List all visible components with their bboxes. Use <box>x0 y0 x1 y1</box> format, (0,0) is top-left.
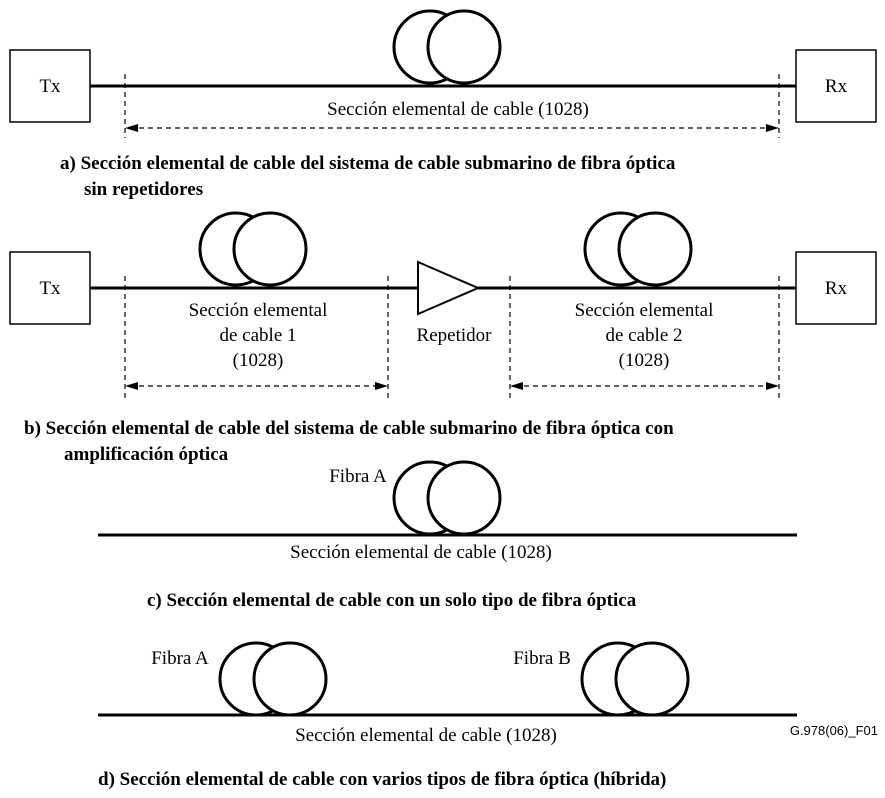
fiber-a-label: Fibra A <box>151 648 209 669</box>
arrowhead <box>510 382 523 390</box>
section2-label-line1: Sección elemental <box>575 300 714 321</box>
section2-label-line3: (1028) <box>619 350 670 371</box>
rx-box <box>795 251 877 325</box>
section1-label-line2: de cable 1 <box>219 325 296 346</box>
figure-code: G.978(06)_F01 <box>790 723 878 738</box>
fiber-coil <box>392 9 502 85</box>
section2-label-line2: de cable 2 <box>605 325 682 346</box>
panel-c: Fibra A Sección elemental de cable (1028… <box>98 460 797 611</box>
rx-box <box>795 49 877 123</box>
rx-label: Rx <box>825 76 848 97</box>
tx-box <box>9 49 91 123</box>
repeater-label: Repetidor <box>417 325 493 346</box>
arrowhead-right <box>766 124 779 132</box>
rx-label: Rx <box>825 278 848 299</box>
section1-label-line3: (1028) <box>233 350 284 371</box>
fiber-coil-a <box>218 641 328 717</box>
caption-c: c) Sección elemental de cable con un sol… <box>147 590 637 611</box>
panel-b: Tx Rx Sección elemental de cable 1 (1028… <box>9 211 877 465</box>
fiber-coil-b <box>580 641 690 717</box>
section-label: Sección elemental de cable (1028) <box>295 725 557 746</box>
arrowhead <box>375 382 388 390</box>
panel-d: Fibra A Fibra B Sección elemental de cab… <box>98 641 878 790</box>
caption-b-line2: amplificación óptica <box>64 444 229 465</box>
fiber-coil-2 <box>583 211 693 287</box>
fiber-coil <box>392 460 502 536</box>
arrowhead-left <box>125 124 138 132</box>
section-label: Sección elemental de cable (1028) <box>290 542 552 563</box>
tx-box <box>9 251 91 325</box>
section1-label-line1: Sección elemental <box>189 300 328 321</box>
arrowhead <box>125 382 138 390</box>
caption-d: d) Sección elemental de cable con varios… <box>98 769 666 790</box>
panel-a: Tx Rx Sección elemental de cable (1028) … <box>9 9 877 200</box>
repeater-triangle-icon <box>417 260 481 316</box>
fiber-coil-1 <box>198 211 308 287</box>
section-label: Sección elemental de cable (1028) <box>327 99 589 120</box>
caption-b-line1: b) Sección elemental de cable del sistem… <box>24 418 674 439</box>
fiber-a-label: Fibra A <box>329 466 387 487</box>
tx-label: Tx <box>39 278 61 299</box>
arrowhead <box>766 382 779 390</box>
tx-label: Tx <box>39 76 61 97</box>
caption-a-line2: sin repetidores <box>84 179 203 200</box>
fiber-b-label: Fibra B <box>513 648 571 669</box>
caption-a-line1: a) Sección elemental de cable del sistem… <box>60 153 676 174</box>
